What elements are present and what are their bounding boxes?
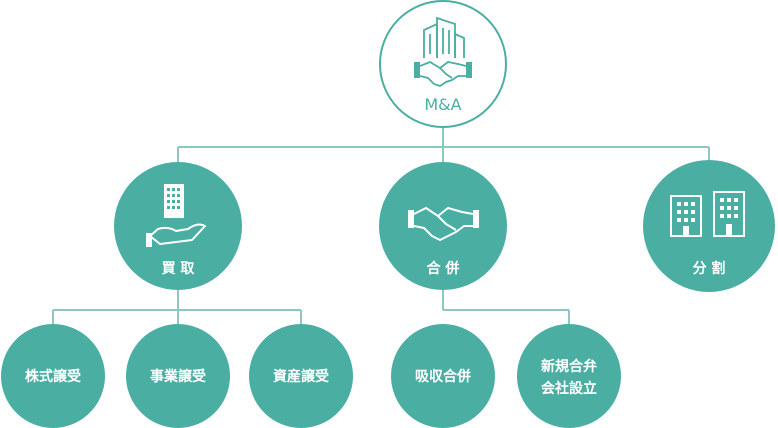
node-absorption-merger: 吸収合併 [391, 324, 495, 428]
node-buy-label: 買 取 [162, 261, 196, 277]
two-buildings-icon [670, 191, 745, 237]
node-stock-acquisition-label: 株式譲受 [25, 368, 81, 385]
node-new-joint-venture-label-line1: 新規合弁 [541, 358, 597, 375]
node-merge-label: 合 併 [427, 260, 460, 277]
node-buy: 買 取 [114, 162, 242, 290]
root-node-ma: M&A [379, 0, 507, 128]
node-new-joint-venture: 新規合弁 会社設立 [517, 324, 621, 428]
connector-lines [52, 128, 710, 324]
node-split: 分 割 [643, 160, 775, 292]
node-stock-acquisition: 株式譲受 [1, 324, 105, 428]
node-split-label: 分 割 [693, 260, 726, 277]
node-business-acquisition: 事業譲受 [126, 324, 230, 428]
handshake-buildings-icon [414, 16, 472, 87]
node-absorption-merger-label: 吸収合併 [415, 368, 471, 385]
node-business-acquisition-label: 事業譲受 [150, 368, 206, 385]
node-new-joint-venture-label-line2: 会社設立 [541, 380, 597, 397]
hand-building-icon [146, 184, 206, 247]
handshake-icon [408, 207, 479, 241]
node-asset-acquisition: 資産譲受 [249, 324, 353, 428]
node-merge: 合 併 [379, 162, 507, 290]
node-asset-acquisition-label: 資産譲受 [273, 368, 329, 385]
root-label: M&A [424, 95, 461, 114]
